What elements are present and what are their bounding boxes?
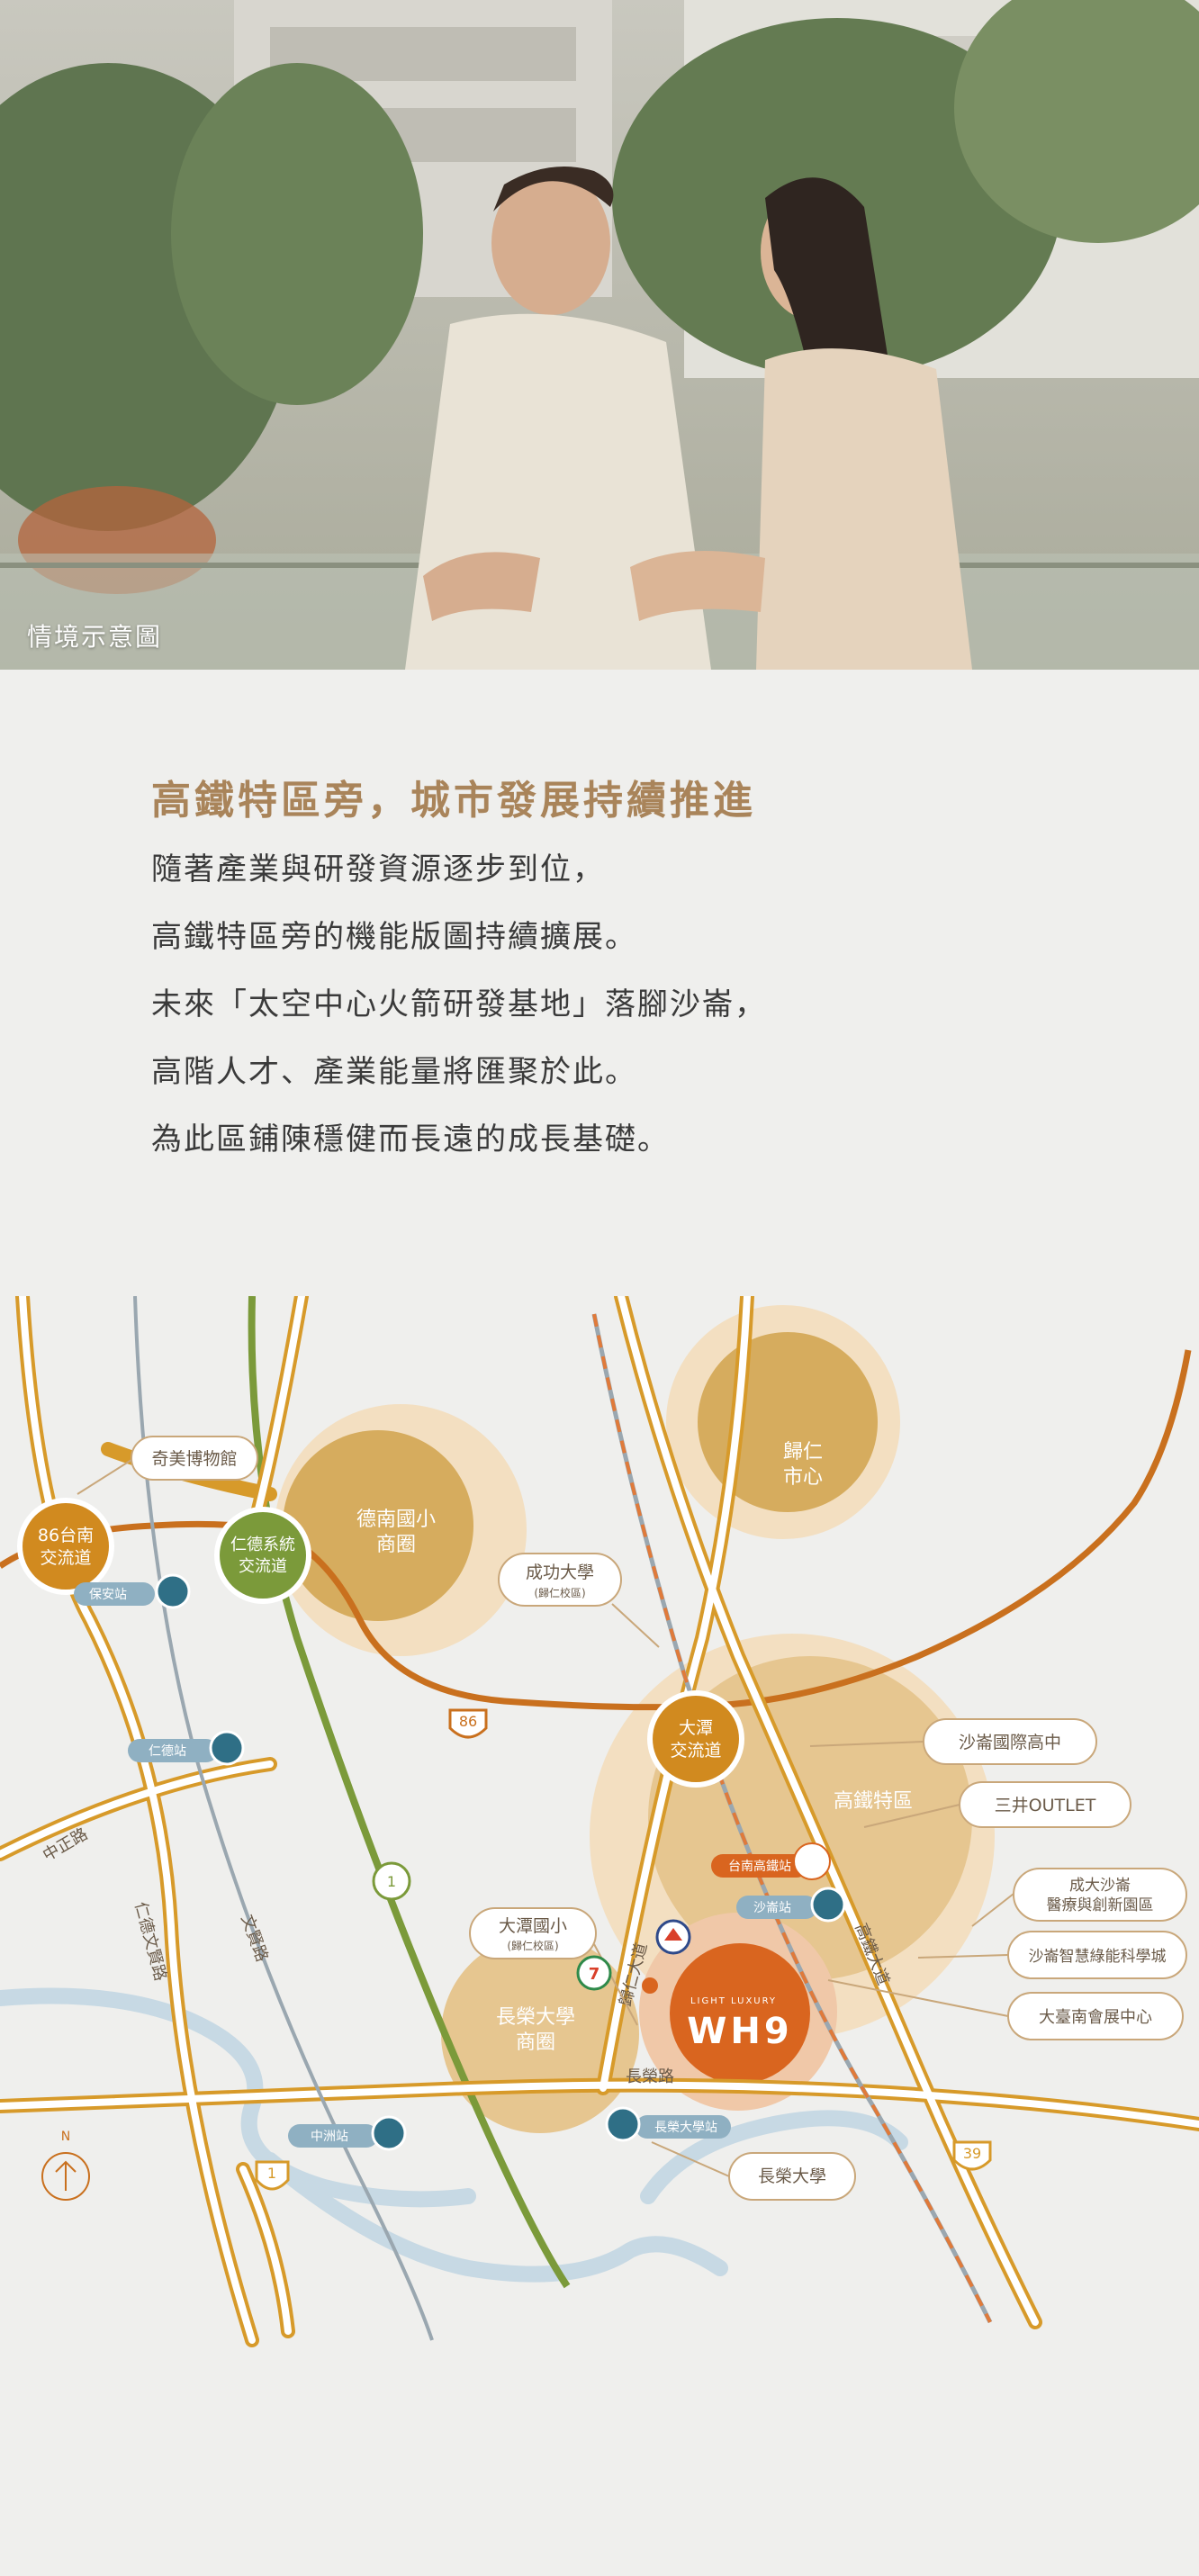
wh9-marker [670, 1943, 810, 2084]
shield-86: 86 [448, 1708, 488, 1739]
freeway-86 [0, 1349, 1192, 1711]
wh9-logo: LIGHT LUXURY WH9 [687, 1996, 792, 2052]
svg-text:市心: 市心 [783, 1466, 823, 1489]
seven-eleven-icon: 7 [576, 1955, 612, 1991]
svg-text:商圈: 商圈 [376, 1534, 416, 1556]
road-label-wenxian: 文賢路 [237, 1913, 271, 1965]
svg-text:奇美博物館: 奇美博物館 [151, 1449, 237, 1469]
body-line: 為此區鋪陳穩健而長遠的成長基礎。 [151, 1121, 670, 1157]
svg-text:中洲站: 中洲站 [311, 2130, 348, 2144]
road-label-changrong: 長榮路 [626, 2067, 674, 2086]
district-changrong: 長榮大學 [496, 2006, 575, 2029]
svg-text:醫療與創新園區: 醫療與創新園區 [1047, 1896, 1154, 1914]
train-icon [810, 1887, 846, 1923]
svg-text:WH9: WH9 [687, 2011, 792, 2052]
svg-text:LIGHT LUXURY: LIGHT LUXURY [690, 1996, 777, 2006]
location-map: 中正路 仁德文賢路 文賢路 長榮路 歸仁大道 高鐵大道 86台南 交流道 仁德系… [0, 1296, 1199, 2367]
poi-dot [642, 1977, 658, 1994]
svg-text:1: 1 [387, 1873, 396, 1890]
svg-text:成大沙崙: 成大沙崙 [1069, 1877, 1131, 1895]
svg-text:保安站: 保安站 [89, 1588, 127, 1602]
callout-smart-city: 沙崙智慧綠能科學城 [917, 1931, 1187, 1979]
district-hsr: 高鐵特區 [834, 1790, 913, 1813]
svg-text:商圈: 商圈 [516, 2031, 555, 2054]
callout-chimei: 奇美博物館 [77, 1436, 258, 1495]
callout-cjcu: 長榮大學 [651, 2141, 856, 2201]
map-canvas: 中正路 仁德文賢路 文賢路 長榮路 歸仁大道 高鐵大道 86台南 交流道 仁德系… [0, 1296, 1199, 2347]
hsr-icon [793, 1842, 831, 1880]
train-icon [371, 2115, 407, 2151]
tree [954, 0, 1199, 243]
svg-text:交流道: 交流道 [239, 1557, 287, 1576]
train-icon [209, 1730, 245, 1766]
callout-shalun-high: 沙崙國際高中 [809, 1718, 1097, 1765]
hero-photo: 情境示意圖 [0, 0, 1199, 670]
svg-text:沙崙智慧綠能科學城: 沙崙智慧綠能科學城 [1029, 1948, 1167, 1966]
interchange-tainan86: 86台南 交流道 [17, 1498, 114, 1595]
district-denan: 德南國小 [356, 1509, 436, 1531]
svg-text:仁德系統: 仁德系統 [230, 1536, 295, 1554]
hero-illustration [0, 0, 1199, 670]
rivers [0, 1987, 908, 2283]
svg-text:成功大學: 成功大學 [526, 1563, 594, 1582]
callout-ncku-medical: 成大沙崙 醫療與創新園區 [971, 1868, 1187, 1927]
svg-text:1: 1 [267, 2165, 276, 2182]
callout-outlet: 三井OUTLET [863, 1781, 1131, 1828]
station-zhongzhou: 中洲站 [288, 2115, 407, 2151]
svg-text:三井OUTLET: 三井OUTLET [995, 1796, 1096, 1815]
svg-text:39: 39 [963, 2145, 981, 2162]
tree [171, 63, 423, 405]
station-cjcu: 長榮大學站 [605, 2106, 731, 2142]
compass-icon: N [41, 2130, 90, 2201]
svg-text:N: N [61, 2130, 70, 2144]
interchange-rende: 仁德系統 交流道 [214, 1507, 311, 1604]
svg-text:大潭國小: 大潭國小 [499, 1916, 567, 1936]
train-icon [605, 2106, 641, 2142]
woman-figure [630, 177, 972, 670]
train-icon [155, 1573, 191, 1609]
shield-highway1: 1 [372, 1861, 411, 1901]
svg-text:大潭: 大潭 [679, 1718, 713, 1738]
intro-section: 高鐵特區旁，城市發展持續推進 隨著產業與研發資源逐步到位， 高鐵特區旁的機能版圖… [151, 781, 1051, 1189]
shield-39: 39 [952, 2140, 992, 2171]
svg-text:長榮大學: 長榮大學 [758, 2166, 826, 2186]
image-caption: 情境示意圖 [27, 622, 163, 652]
svg-text:長榮大學站: 長榮大學站 [654, 2121, 717, 2135]
svg-text:大臺南會展中心: 大臺南會展中心 [1039, 2008, 1152, 2027]
body-line: 未來「太空中心火箭研發基地」落腳沙崙， [151, 986, 767, 1022]
svg-text:沙崙站: 沙崙站 [753, 1901, 791, 1915]
svg-text:交流道: 交流道 [670, 1741, 721, 1761]
station-tainan-hsr: 台南高鐵站 [711, 1842, 831, 1880]
svg-text:(歸仁校區): (歸仁校區) [507, 1939, 558, 1952]
railway-tra [133, 1296, 434, 2341]
district-guiren: 歸仁 [783, 1441, 823, 1464]
hsr-line [592, 1313, 992, 2323]
station-rende: 仁德站 [128, 1730, 245, 1766]
body-line: 高階人才、產業能量將匯聚於此。 [151, 1054, 637, 1090]
body-line: 隨著產業與研發資源逐步到位， [151, 851, 605, 887]
svg-text:86: 86 [459, 1713, 477, 1730]
body-line: 高鐵特區旁的機能版圖持續擴展。 [151, 919, 637, 955]
section-headline: 高鐵特區旁，城市發展持續推進 [151, 778, 756, 824]
svg-text:沙崙國際高中: 沙崙國際高中 [959, 1733, 1061, 1752]
svg-text:86台南: 86台南 [38, 1526, 94, 1545]
svg-text:仁德站: 仁德站 [149, 1744, 186, 1759]
shield-road1: 1 [255, 2160, 290, 2191]
svg-text:交流道: 交流道 [40, 1548, 91, 1568]
svg-text:台南高鐵站: 台南高鐵站 [728, 1859, 791, 1874]
callout-ncku: 成功大學 (歸仁校區) [498, 1553, 660, 1648]
station-shalun: 沙崙站 [736, 1887, 846, 1923]
svg-text:(歸仁校區): (歸仁校區) [534, 1586, 585, 1599]
station-baoan: 保安站 [74, 1573, 191, 1609]
callout-datan-school: 大潭國小 (歸仁校區) [469, 1907, 638, 2026]
svg-text:7: 7 [589, 1965, 600, 1984]
callout-convention: 大臺南會展中心 [827, 1979, 1184, 2040]
carrefour-icon [655, 1919, 691, 1955]
interchange-datan: 大潭 交流道 [647, 1690, 744, 1788]
